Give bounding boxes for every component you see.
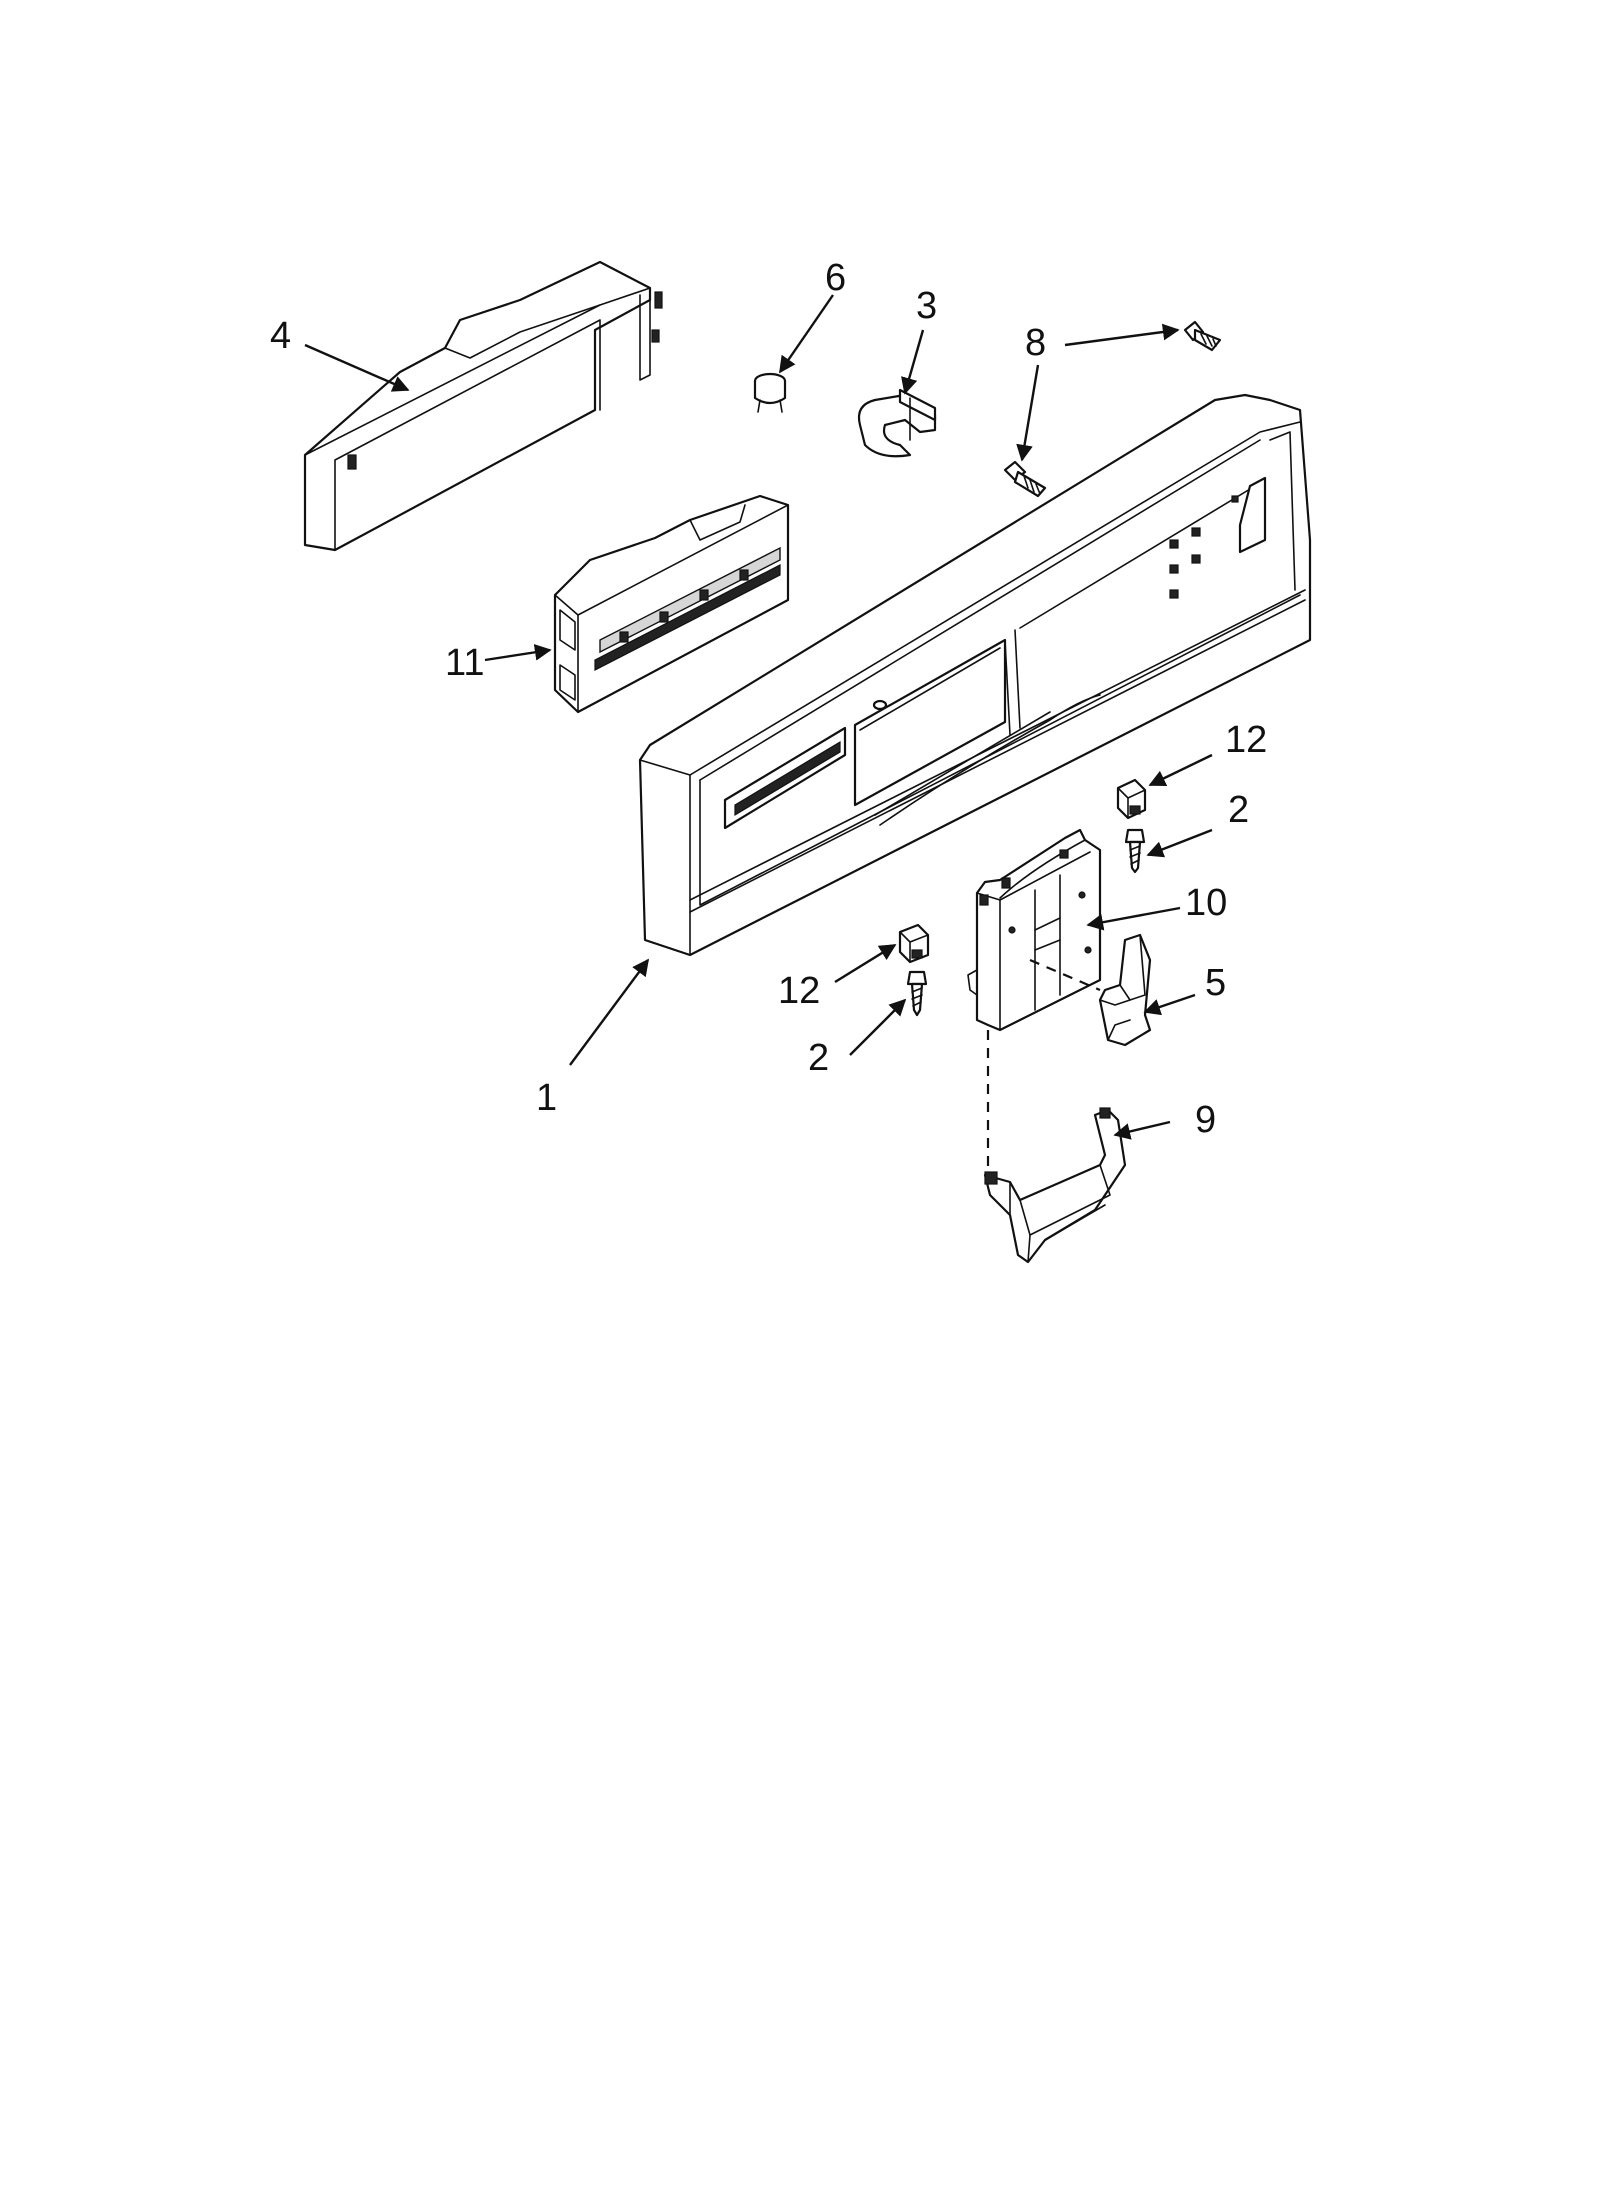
part-11-control-board <box>553 494 790 714</box>
part-10-bracket <box>967 828 1102 1032</box>
leader-5 <box>1143 993 1196 1016</box>
dashed-alignment-diagonal <box>1029 958 1101 992</box>
leader-11 <box>484 643 552 662</box>
leader-3 <box>901 329 925 395</box>
part-1-console-panel <box>638 393 1312 957</box>
callout-2-lower: 2 <box>808 1037 829 1079</box>
callout-11: 11 <box>445 642 484 684</box>
callout-3: 3 <box>916 285 937 327</box>
part-4-cover <box>303 260 663 552</box>
leader-1 <box>569 958 650 1066</box>
leader-2-upper <box>1146 828 1213 858</box>
leader-6 <box>779 294 834 374</box>
part-8-screw-upper <box>1183 320 1222 352</box>
part-5-clip <box>1098 933 1152 1047</box>
leader-12-lower <box>834 943 897 984</box>
callout-8: 8 <box>1025 322 1046 364</box>
part-2-screw-lower <box>906 970 928 1017</box>
callout-1: 1 <box>536 1077 557 1119</box>
part-8-screw-lower <box>1003 460 1047 498</box>
leader-4 <box>304 343 410 392</box>
callout-12-lower: 12 <box>778 970 820 1012</box>
callout-10: 10 <box>1185 882 1227 924</box>
leader-10 <box>1086 906 1181 931</box>
leader-8-upper <box>1064 323 1180 347</box>
part-12-bumper-lower <box>898 923 930 964</box>
callout-5: 5 <box>1205 962 1226 1004</box>
leader-9 <box>1113 1120 1171 1140</box>
callout-12-upper: 12 <box>1225 719 1267 761</box>
part-12-bumper-upper <box>1116 778 1147 820</box>
leader-2-lower <box>849 998 907 1056</box>
part-2-screw-upper <box>1124 828 1146 874</box>
callout-2-upper: 2 <box>1228 789 1249 831</box>
leader-8-lower <box>1016 364 1040 462</box>
callout-9: 9 <box>1195 1099 1216 1141</box>
part-6-button-cap <box>753 372 787 413</box>
callout-4: 4 <box>270 315 291 357</box>
leader-12-upper <box>1148 753 1213 787</box>
callout-6: 6 <box>825 257 846 299</box>
part-9-strap <box>983 1107 1127 1264</box>
part-3-clip <box>857 388 937 458</box>
